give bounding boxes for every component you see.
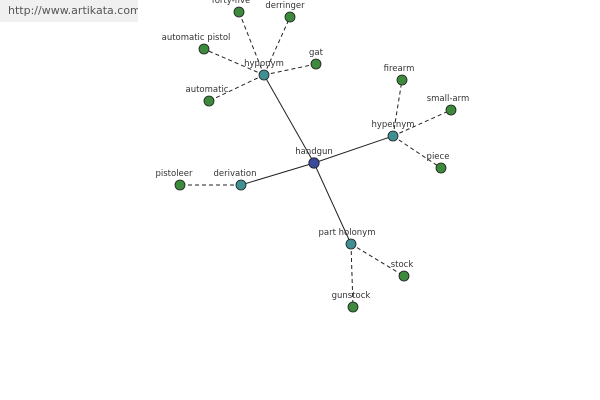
node-marker-automatic[interactable] (203, 95, 215, 107)
node-marker-stock[interactable] (398, 270, 410, 282)
node-label-gunstock[interactable]: gunstock (332, 291, 371, 301)
node-marker-derringer[interactable] (284, 11, 296, 23)
node-gunstock[interactable]: gunstock (332, 291, 371, 313)
edge-part-holonym-to-stock (350, 243, 405, 277)
node-pistoleer[interactable]: pistoleer (155, 169, 193, 191)
node-stock[interactable]: stock (391, 260, 414, 282)
edge-hypernym-to-firearm (392, 79, 403, 137)
edge-hypernym-to-small-arm (392, 109, 452, 137)
node-hypernym[interactable]: hypernym (371, 120, 415, 142)
node-label-derivation[interactable]: derivation (213, 169, 256, 179)
node-label-hyponym[interactable]: hyponym (244, 59, 284, 69)
edge-handgun-to-derivation (240, 162, 315, 186)
node-marker-part-holonym[interactable] (345, 238, 357, 250)
node-derivation[interactable]: derivation (213, 169, 257, 191)
node-label-firearm[interactable]: firearm (384, 64, 415, 74)
edge-hypernym-to-piece (392, 135, 442, 169)
node-piece[interactable]: piece (427, 152, 450, 174)
edge-handgun-to-hypernym (313, 135, 394, 164)
site-url-banner[interactable]: http://www.artikata.com (0, 0, 138, 22)
node-gat[interactable]: gat (309, 48, 324, 70)
node-label-part-holonym[interactable]: part holonym (319, 228, 376, 238)
node-forty-five[interactable]: forty-five (212, 0, 251, 18)
node-marker-gat[interactable] (310, 58, 322, 70)
node-marker-piece[interactable] (435, 162, 447, 174)
edge-handgun-to-hyponym (263, 74, 315, 164)
edge-hyponym-to-automatic (208, 74, 265, 102)
edge-hyponym-to-gat (263, 63, 317, 76)
node-label-handgun[interactable]: handgun (295, 147, 333, 157)
edge-part-holonym-to-gunstock (350, 243, 354, 308)
node-small-arm[interactable]: small-arm (427, 94, 470, 116)
edge-hyponym-to-automatic-pistol (203, 48, 265, 76)
node-label-hypernym[interactable]: hypernym (371, 120, 414, 130)
node-automatic-pistol[interactable]: automatic pistol (162, 33, 231, 55)
node-firearm[interactable]: firearm (384, 64, 415, 86)
node-marker-gunstock[interactable] (347, 301, 359, 313)
node-part-holonym[interactable]: part holonym (319, 228, 376, 250)
node-label-stock[interactable]: stock (391, 260, 414, 270)
edge-handgun-to-part-holonym (313, 162, 352, 245)
node-marker-automatic-pistol[interactable] (198, 43, 210, 55)
node-marker-handgun[interactable] (308, 157, 320, 169)
node-marker-forty-five[interactable] (233, 6, 245, 18)
node-derringer[interactable]: derringer (265, 1, 305, 23)
node-handgun[interactable]: handgun (295, 147, 333, 169)
node-hyponym[interactable]: hyponym (244, 59, 284, 81)
node-marker-firearm[interactable] (396, 74, 408, 86)
edges-layer (180, 11, 452, 308)
node-label-automatic[interactable]: automatic (186, 85, 229, 95)
node-marker-hyponym[interactable] (258, 69, 270, 81)
node-label-derringer[interactable]: derringer (265, 1, 305, 11)
node-marker-derivation[interactable] (235, 179, 247, 191)
node-label-piece[interactable]: piece (427, 152, 450, 162)
node-label-pistoleer[interactable]: pistoleer (155, 169, 193, 179)
node-label-gat[interactable]: gat (309, 48, 324, 58)
edge-hyponym-to-forty-five (238, 11, 265, 76)
node-label-automatic-pistol[interactable]: automatic pistol (162, 33, 231, 43)
node-label-forty-five[interactable]: forty-five (212, 0, 251, 6)
node-automatic[interactable]: automatic (186, 85, 229, 107)
node-label-small-arm[interactable]: small-arm (427, 94, 470, 104)
node-marker-hypernym[interactable] (387, 130, 399, 142)
node-marker-pistoleer[interactable] (174, 179, 186, 191)
node-marker-small-arm[interactable] (445, 104, 457, 116)
nodes-layer: handgun hyponym hypernym derivation part hol… (155, 0, 470, 313)
edge-hyponym-to-derringer (263, 16, 291, 76)
